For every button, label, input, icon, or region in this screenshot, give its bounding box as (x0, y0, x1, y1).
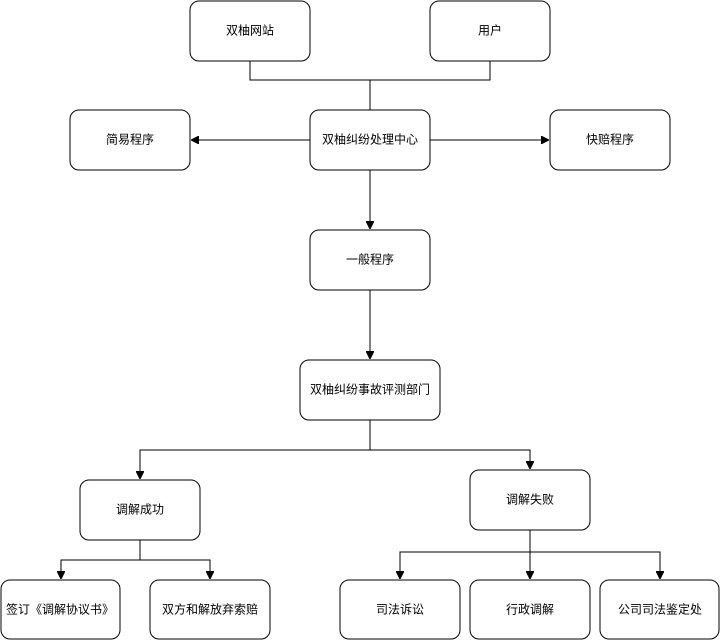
edge-assessment-to-success (140, 420, 371, 478)
node-simple-label: 简易程序 (106, 132, 154, 147)
node-center: 双柚纠纷处理中心 (309, 109, 431, 171)
edge-assessment-to-failure (370, 449, 530, 468)
node-sign: 签订《调解协议书》 (0, 579, 121, 640)
node-assessment: 双柚纠纷事故评测部门 (299, 359, 441, 421)
node-website: 双柚网站 (189, 0, 311, 62)
node-sign-label: 签订《调解协议书》 (6, 602, 114, 617)
node-fast-label: 快赔程序 (586, 132, 634, 147)
edge-website-to-junction (249, 61, 370, 81)
node-litigation-label: 司法诉讼 (376, 603, 424, 617)
node-assessment-label: 双柚纠纷事故评测部门 (310, 382, 430, 397)
node-user-label: 用户 (478, 23, 502, 38)
node-website-label: 双柚网站 (226, 23, 274, 38)
edge-failure-to-litigation (400, 530, 531, 578)
edge-success-to-sign (61, 540, 141, 578)
node-waive-label: 双方和解放弃索赔 (162, 602, 258, 617)
node-admin-label: 行政调解 (506, 603, 554, 617)
node-forensic: 公司司法鉴定处 (599, 579, 720, 640)
node-forensic-label: 公司司法鉴定处 (618, 602, 702, 617)
node-failure: 调解失败 (469, 469, 591, 531)
node-user: 用户 (429, 0, 551, 62)
edge-user-to-junction (370, 61, 491, 81)
node-simple: 简易程序 (69, 109, 191, 171)
edge-success-to-waive (140, 559, 210, 578)
node-fast: 快赔程序 (549, 109, 671, 171)
node-litigation: 司法诉讼 (339, 579, 461, 640)
node-general: 一般程序 (309, 229, 431, 291)
edge-failure-to-forensic (530, 551, 660, 578)
node-center-label: 双柚纠纷处理中心 (322, 132, 418, 147)
node-success-label: 调解成功 (116, 503, 164, 517)
node-waive: 双方和解放弃索赔 (149, 579, 271, 640)
node-general-label: 一般程序 (346, 252, 394, 267)
node-admin: 行政调解 (469, 579, 591, 640)
node-success: 调解成功 (79, 479, 201, 541)
node-failure-label: 调解失败 (506, 492, 554, 507)
